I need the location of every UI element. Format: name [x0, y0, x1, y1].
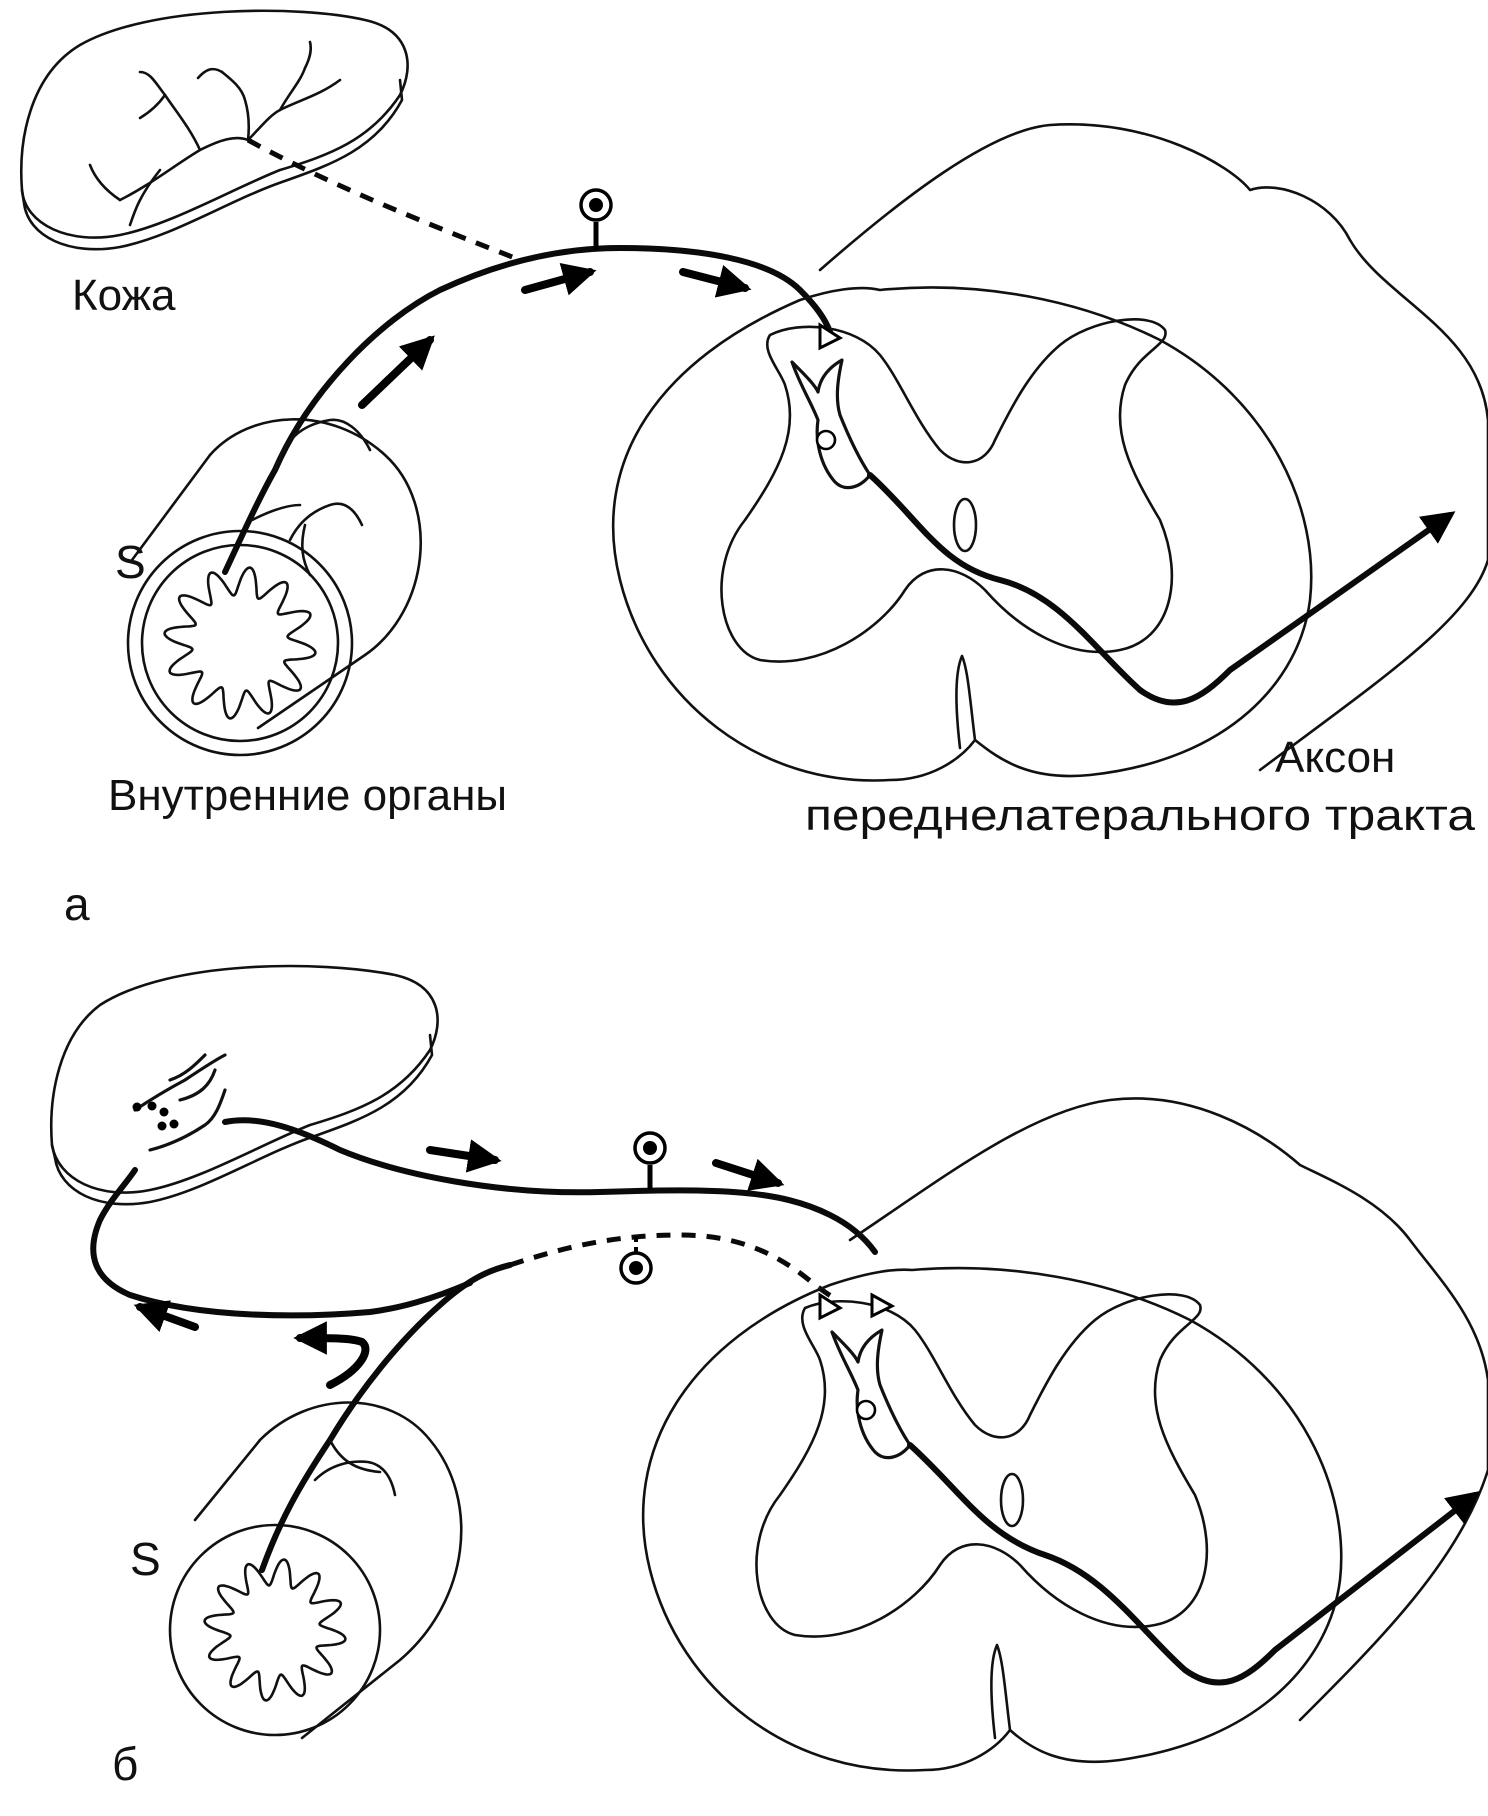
- axon-label-line1: Аксон: [1275, 733, 1395, 782]
- organ-label-a: Внутренние органы: [108, 771, 507, 820]
- organ-branch-a: [273, 418, 372, 472]
- panel-letter-b: б: [112, 1738, 138, 1790]
- ganglion-cell-b-lower: [619, 1236, 653, 1285]
- visceral-afferent-a: [222, 245, 833, 575]
- skin-block-a: [20, 9, 409, 251]
- flow-arrow-b-1: [426, 1139, 502, 1173]
- flow-arrow-b-3: [133, 1300, 199, 1332]
- anterolateral-axon-a: [867, 472, 1456, 706]
- organ-symbol-b: S: [130, 1533, 161, 1585]
- anterolateral-axon-b: [907, 1442, 1481, 1686]
- spinal-cord-a: [611, 123, 1488, 782]
- panel-a: Кожа S Внутренние органы Аксон переднела…: [20, 9, 1488, 930]
- tract-neuron-a: [790, 322, 872, 490]
- skin-afferent-b: [222, 1117, 878, 1255]
- flow-arrow-a-3: [679, 265, 752, 298]
- spinal-cord-b: [641, 1097, 1488, 1772]
- flow-arrow-b-2: [712, 1158, 785, 1191]
- flow-arrow-b-4: [293, 1321, 370, 1389]
- gut-lumen-a: [163, 566, 317, 720]
- skin-label-a: Кожа: [72, 271, 176, 320]
- visceral-afferent-dashed-b: [509, 1232, 837, 1301]
- tract-neuron-b: [818, 1292, 912, 1460]
- flow-arrow-a-1: [358, 335, 435, 409]
- ganglion-cell-a: [579, 188, 613, 250]
- panel-b: S б: [50, 964, 1488, 1790]
- panel-letter-a: а: [64, 878, 90, 930]
- ganglion-cell-b-upper: [633, 1131, 667, 1190]
- axon-label-line2: переднелатерального тракта: [805, 791, 1476, 840]
- gut-lumen-b: [203, 1558, 347, 1702]
- skin-afferent-dashed-a: [246, 137, 516, 261]
- axon-reflex-branch-b: [90, 1167, 473, 1319]
- skin-block-b: [50, 964, 439, 1206]
- visceral-organ-b: [168, 1401, 463, 1740]
- flow-arrow-a-2: [521, 262, 597, 296]
- organ-symbol-a: S: [115, 536, 146, 588]
